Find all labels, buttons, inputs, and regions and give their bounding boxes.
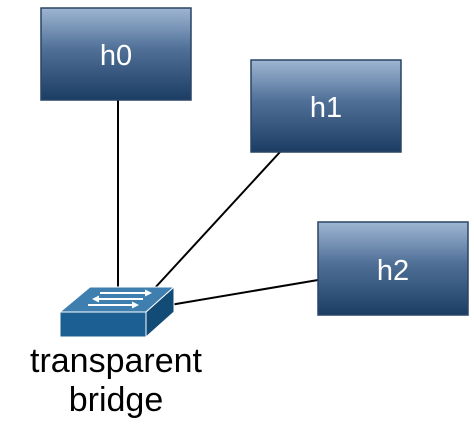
host-h2[interactable]: h2 xyxy=(317,221,469,316)
network-switch-icon xyxy=(58,285,176,339)
link-h1-bridge xyxy=(152,151,281,291)
host-h0-box xyxy=(40,7,192,101)
host-h1-box xyxy=(250,59,402,153)
link-h2-bridge xyxy=(169,279,319,306)
host-h0[interactable]: h0 xyxy=(40,7,192,101)
bridge-label-line1: transparent xyxy=(30,342,203,380)
links xyxy=(117,100,319,306)
host-h0-label: h0 xyxy=(100,40,132,72)
bridge-label-line2: bridge xyxy=(69,381,164,419)
host-h1[interactable]: h1 xyxy=(250,59,402,153)
bridge[interactable]: transparent bridge xyxy=(30,285,203,419)
host-h2-label: h2 xyxy=(377,255,409,287)
host-h2-box xyxy=(317,221,469,316)
host-h1-label: h1 xyxy=(310,92,342,124)
